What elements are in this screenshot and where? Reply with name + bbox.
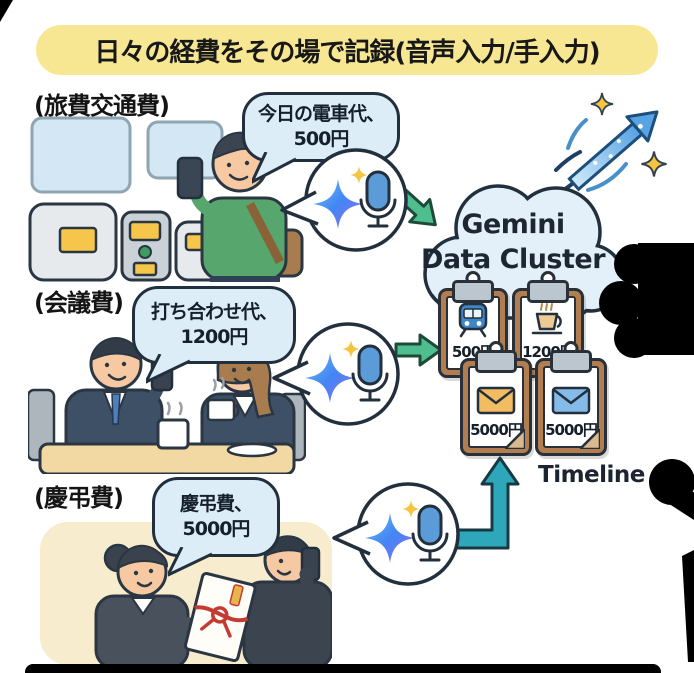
coffee-mug [156, 418, 190, 450]
speech-bubble-tail [168, 547, 213, 577]
sparkle-icon [402, 500, 420, 518]
speech-bubble-3: 慶弔費、 5000円 [152, 477, 280, 557]
record-amount: 5000円 [470, 421, 523, 439]
gemini-sparkle-icon [313, 179, 363, 229]
cloud-label: Gemini Data Cluster [406, 208, 620, 277]
clipboard-paper: 5000円 [543, 366, 600, 449]
smartphone [176, 156, 204, 200]
voice-input-bubble-2 [272, 322, 400, 426]
saucer [226, 442, 278, 458]
speech-bubble-1: 今日の電車代、 500円 [242, 92, 400, 162]
sparkle-icon [350, 166, 368, 184]
scene3-label: (慶弔費) [34, 484, 124, 512]
rocket-arrow-icon [554, 92, 667, 192]
envelope-orange-icon [476, 386, 516, 415]
voice-input-bubble-1 [280, 148, 408, 252]
page-title: 日々の経費をその場で記録(音声入力/手入力) [94, 37, 600, 68]
train-icon [458, 302, 488, 338]
speech-text: 今日の電車代、 [257, 103, 385, 126]
speech-text: 1200円 [180, 326, 249, 348]
sparkle-icon [342, 340, 360, 358]
page-curl [580, 429, 600, 449]
timeline-arrow-icon [448, 456, 520, 550]
speech-bubble-tail [146, 354, 191, 384]
coffee-icon [531, 303, 563, 335]
envelope-blue-icon [551, 386, 591, 415]
scene1-label: (旅費交通費) [34, 92, 170, 120]
speech-text: 500円 [293, 128, 350, 150]
cloud-label-line: Data Cluster [420, 243, 606, 275]
clipboard-paper: 5000円 [468, 366, 525, 449]
scene2-illustration-meeting [28, 337, 306, 474]
microphone-icon [411, 504, 449, 562]
record-amount: 5000円 [545, 421, 598, 439]
record-card-envelope-2: 5000円 [535, 341, 607, 456]
microphone-icon [359, 170, 397, 228]
scene2-label: (会議費) [34, 289, 124, 317]
speech-bubble-2: 打ち合わせ代、 1200円 [132, 286, 296, 364]
speech-bubble-tail [252, 152, 297, 184]
arrow-to-records-icon [394, 333, 443, 367]
page-curl [505, 429, 525, 449]
coffee-cup [206, 398, 236, 422]
clipboard-clip [550, 350, 592, 373]
train-window [30, 116, 132, 194]
speech-text: 5000円 [182, 518, 251, 540]
clipboard-clip [452, 280, 494, 303]
speech-text: 慶弔費、 [179, 493, 253, 516]
microphone-icon [351, 344, 389, 402]
record-card-envelope-1: 5000円 [460, 341, 532, 456]
scene3-illustration-envelope [94, 535, 332, 665]
speech-text: 打ち合わせ代、 [150, 301, 278, 324]
title-banner: 日々の経費をその場で記録(音声入力/手入力) [36, 25, 658, 75]
voice-input-bubble-3 [332, 482, 460, 586]
gemini-sparkle-icon [305, 353, 355, 403]
clipboard-clip [527, 280, 569, 303]
gift-envelope [183, 572, 257, 663]
timeline-label: Timeline [538, 462, 645, 488]
clipboard-clip [475, 350, 517, 373]
sparkle-icon [641, 151, 667, 177]
sparkle-icon [590, 92, 614, 116]
gemini-sparkle-icon [365, 513, 415, 563]
cloud-label-line: Gemini [461, 209, 565, 240]
